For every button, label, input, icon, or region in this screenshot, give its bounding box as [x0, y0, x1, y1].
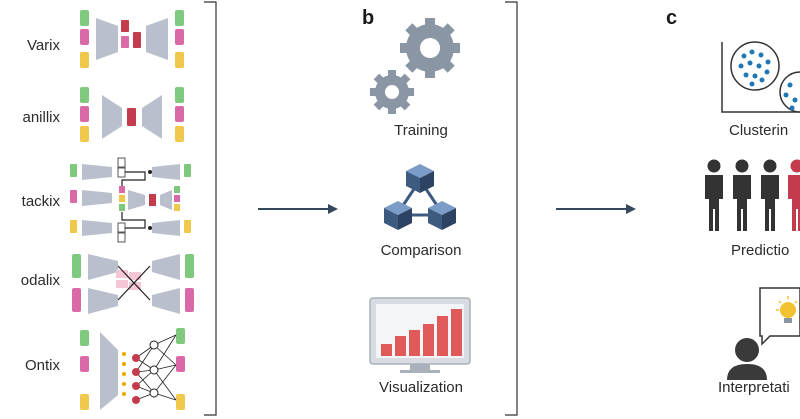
- scatter-clusters-icon: [721, 41, 800, 113]
- step-label-visualization: Visualization: [379, 379, 463, 396]
- step-label-prediction: Predictio: [731, 242, 789, 259]
- panel-a: Varix anillix tackix odalix Ontix: [21, 1, 217, 416]
- step-label-comparison: Comparison: [381, 242, 462, 259]
- xmodalix-diagram: [72, 254, 194, 314]
- cubes-network-icon: [384, 164, 456, 230]
- panel-b-letter: b: [362, 7, 374, 29]
- arrow-a-to-b: [258, 204, 338, 214]
- panel-c: c Clusterin: [666, 7, 800, 396]
- varix-diagram: [80, 10, 184, 68]
- model-label-xmodalix: odalix: [21, 272, 61, 289]
- person-idea-icon: [727, 287, 800, 380]
- panel-a-bracket: [204, 1, 217, 416]
- vanillix-diagram: [80, 87, 184, 142]
- panel-c-letter: c: [666, 7, 677, 29]
- model-label-varix: Varix: [27, 37, 61, 54]
- model-label-stackix: tackix: [22, 193, 61, 210]
- step-label-clustering: Clusterin: [729, 122, 788, 139]
- step-label-training: Training: [394, 122, 448, 139]
- monitor-bar-chart-icon: [369, 297, 471, 373]
- stackix-diagram: [70, 157, 191, 243]
- gears-icon: [370, 18, 460, 114]
- panel-b: b: [362, 1, 518, 416]
- step-label-interpretation: Interpretati: [718, 379, 790, 396]
- ontix-diagram: [80, 328, 185, 410]
- model-label-ontix: Ontix: [25, 357, 61, 374]
- arrow-b-to-c: [556, 204, 636, 214]
- model-label-vanillix: anillix: [22, 109, 60, 126]
- people-icon: [705, 159, 800, 231]
- panel-b-bracket: [505, 1, 518, 416]
